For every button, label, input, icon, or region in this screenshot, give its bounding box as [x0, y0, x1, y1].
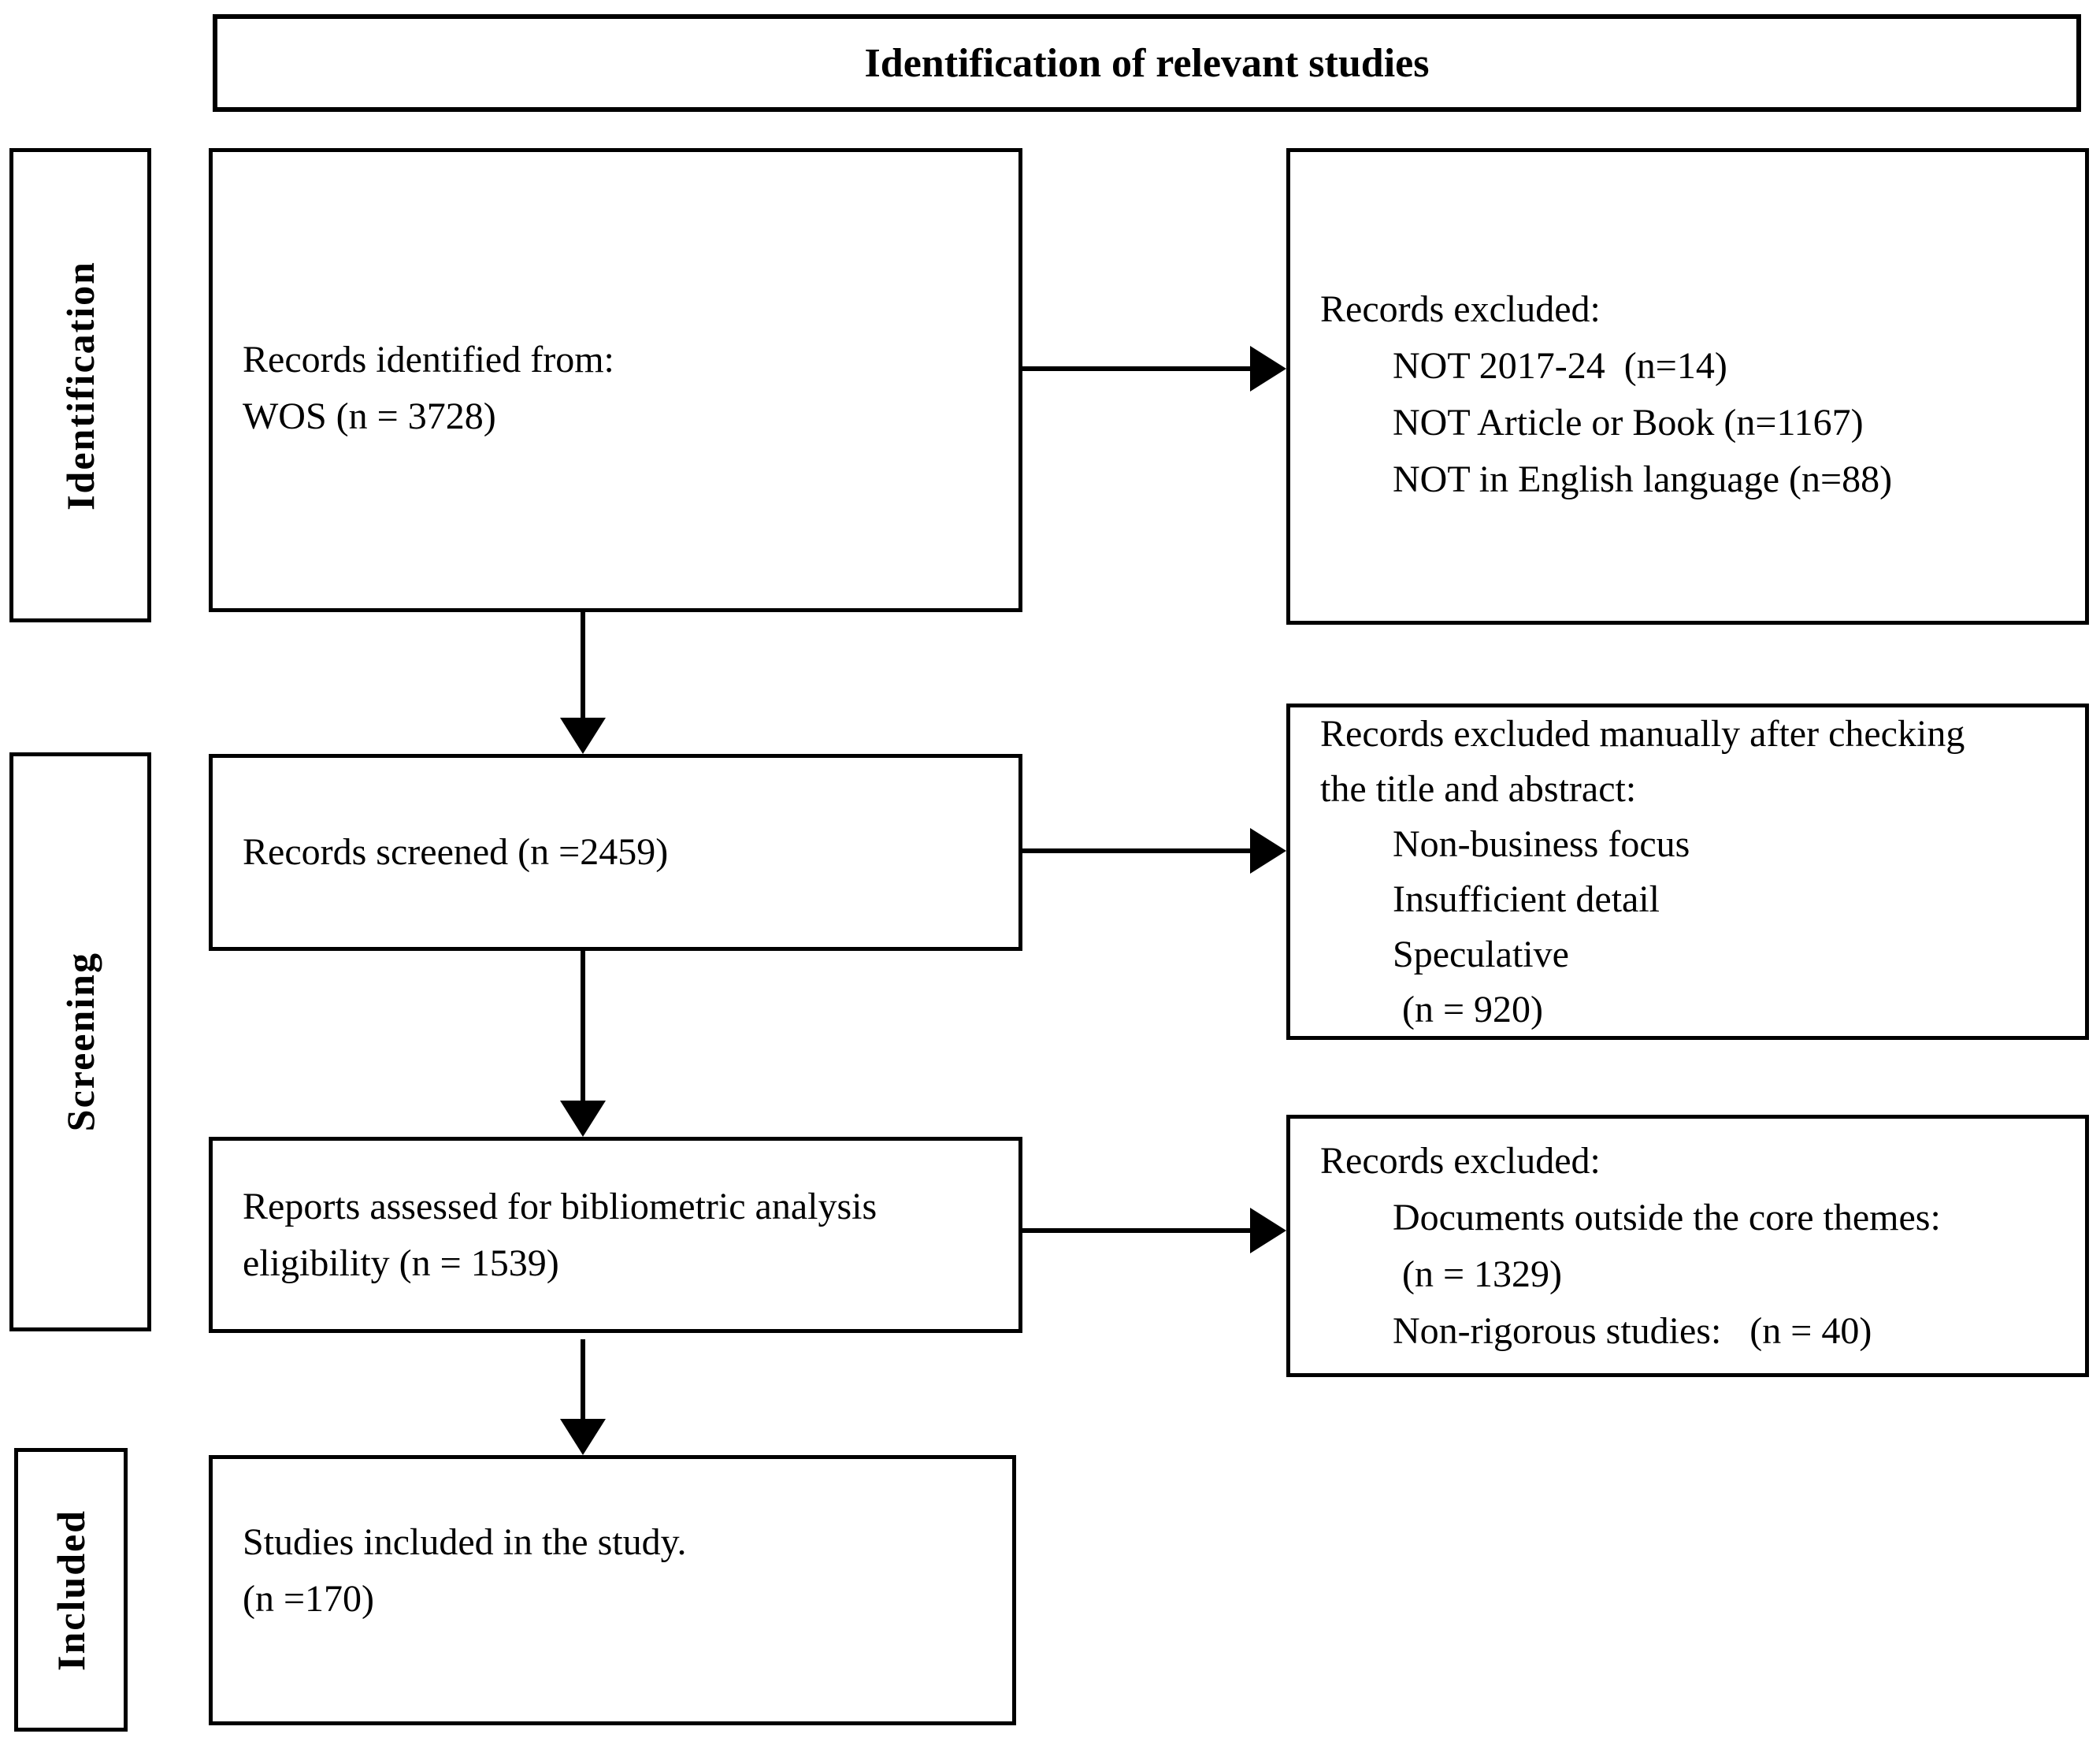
stage-label-screening: Screening — [58, 952, 102, 1132]
stage-label-identification: Identification — [58, 260, 102, 511]
arrow-identified-to-excluded1-head-icon — [1250, 346, 1286, 392]
arrow-screened-to-assessed-line — [581, 951, 585, 1102]
box-records-identified: Records identified from: WOS (n = 3728) — [209, 148, 1022, 612]
box-line: Non-business focus — [1393, 822, 1690, 865]
arrow-identified-to-screened-head-icon — [560, 718, 606, 754]
box-reports-assessed: Reports assessed for bibliometric analys… — [209, 1137, 1022, 1333]
box-line: NOT 2017-24 (n=14) — [1393, 344, 1727, 387]
arrow-screened-to-excluded2-head-icon — [1250, 828, 1286, 874]
box-line: Reports assessed for bibliometric analys… — [243, 1185, 877, 1227]
box-line: Non-rigorous studies: (n = 40) — [1393, 1309, 1872, 1352]
box-line: (n = 920) — [1393, 988, 1544, 1030]
box-line: Documents outside the core themes: — [1393, 1196, 1941, 1238]
box-line: Records excluded: — [1320, 1139, 1601, 1182]
box-records-excluded-3: Records excluded: Documents outside the … — [1286, 1115, 2089, 1377]
box-studies-included: Studies included in the study. (n =170) — [209, 1455, 1016, 1725]
box-records-excluded-2: Records excluded manually after checking… — [1286, 704, 2089, 1040]
box-line: Records screened (n =2459) — [243, 831, 669, 873]
box-line: (n =170) — [243, 1577, 375, 1620]
box-line: the title and abstract: — [1320, 767, 1637, 810]
title-box: Identification of relevant studies — [213, 14, 2081, 112]
arrow-screened-to-assessed-head-icon — [560, 1101, 606, 1137]
box-line: NOT Article or Book (n=1167) — [1393, 401, 1864, 444]
box-line: Records excluded manually after checking — [1320, 712, 1965, 755]
box-line: (n = 1329) — [1393, 1253, 1563, 1295]
stage-label-included: Included — [49, 1509, 93, 1671]
box-line: eligibility (n = 1539) — [243, 1242, 559, 1284]
arrow-assessed-to-included-line — [581, 1339, 585, 1420]
diagram-title: Identification of relevant studies — [864, 40, 1430, 86]
arrow-assessed-to-excluded3-line — [1022, 1228, 1252, 1233]
arrow-screened-to-excluded2-line — [1022, 848, 1252, 853]
stage-box-included: Included — [14, 1448, 128, 1732]
box-line: Insufficient detail — [1393, 878, 1660, 920]
box-line: Studies included in the study. — [243, 1520, 687, 1563]
box-line: NOT in English language (n=88) — [1393, 458, 1893, 500]
arrow-identified-to-screened-line — [581, 612, 585, 719]
box-records-excluded-1: Records excluded: NOT 2017-24 (n=14) NOT… — [1286, 148, 2089, 625]
box-records-screened: Records screened (n =2459) — [209, 754, 1022, 951]
box-line: Records excluded: — [1320, 288, 1601, 330]
stage-box-identification: Identification — [9, 148, 151, 622]
box-line: Speculative — [1393, 933, 1569, 975]
arrow-identified-to-excluded1-line — [1022, 366, 1252, 371]
box-line: Records identified from: — [243, 338, 614, 381]
box-line: WOS (n = 3728) — [243, 395, 496, 437]
arrow-assessed-to-included-head-icon — [560, 1419, 606, 1455]
stage-box-screening: Screening — [9, 752, 151, 1331]
arrow-assessed-to-excluded3-head-icon — [1250, 1208, 1286, 1253]
